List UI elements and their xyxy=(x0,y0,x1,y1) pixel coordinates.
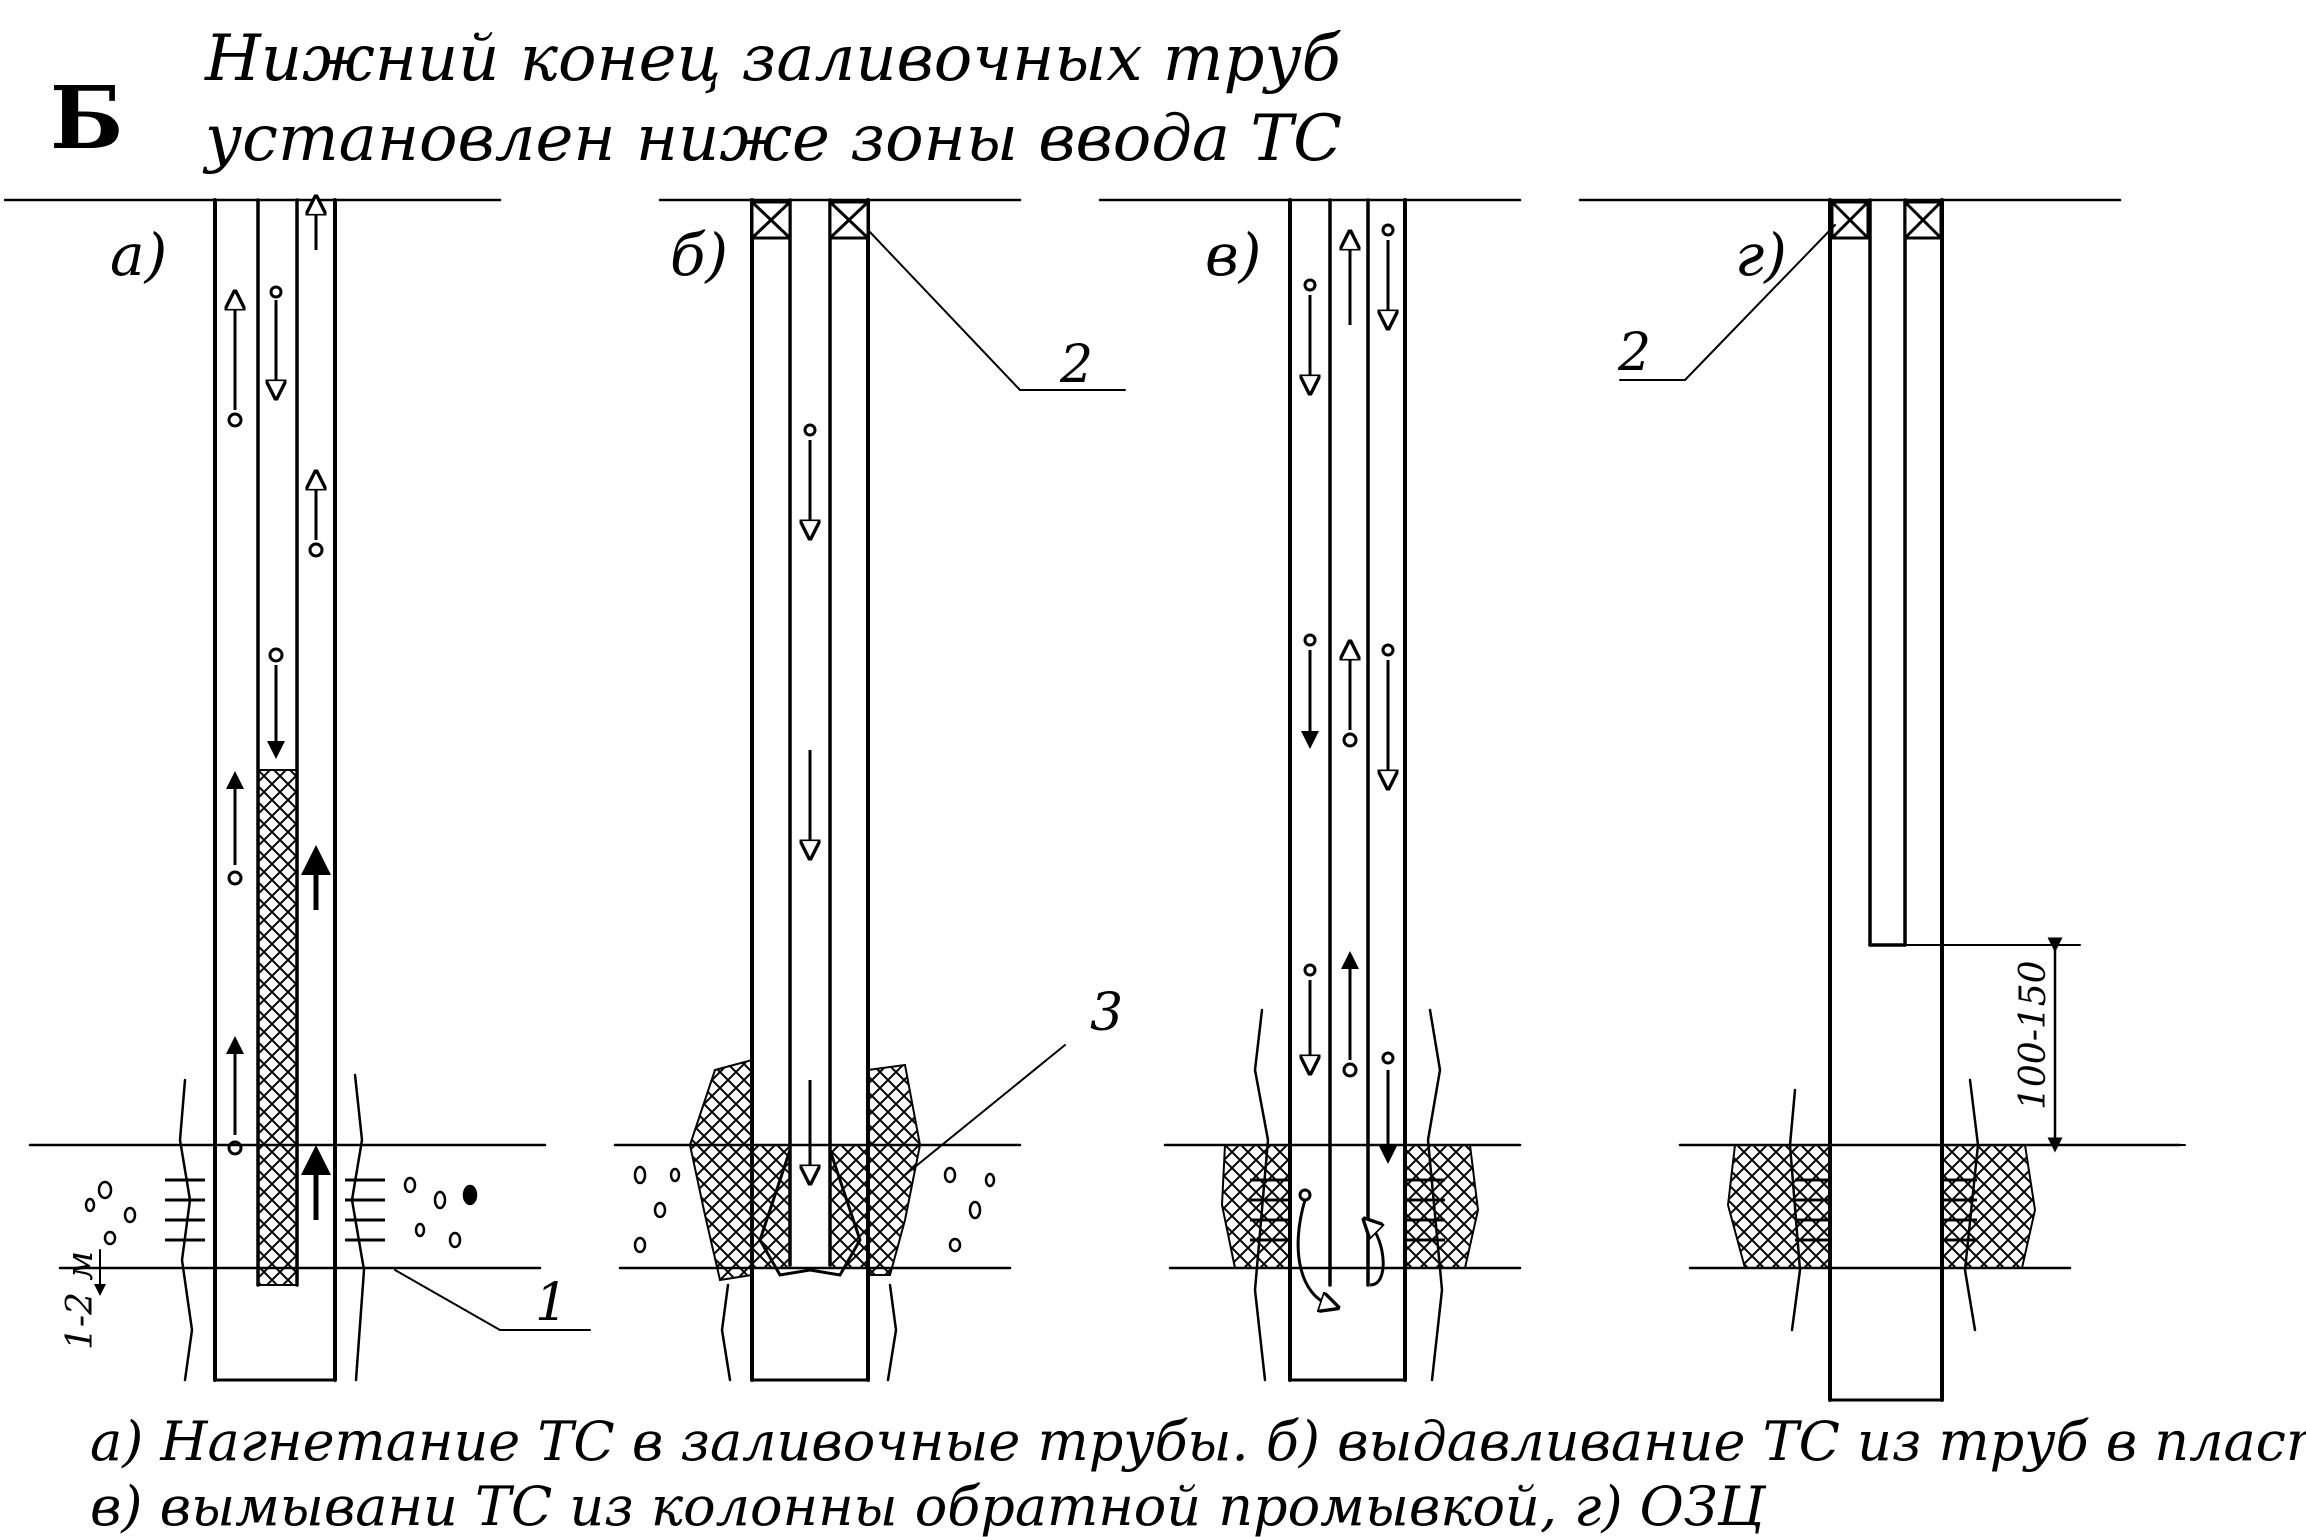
cement-zone-d-right xyxy=(1941,1144,2037,1269)
depth-dimension-a: 1-2 м xyxy=(60,1251,101,1350)
cement-slurry xyxy=(257,769,298,1286)
callout-2-b: 2 xyxy=(1059,335,1093,395)
panel-d: г) xyxy=(1617,198,2186,1402)
caption-line-2: в) вымывани ТС из колонны обратной промы… xyxy=(90,1475,1767,1537)
panel-d-label: г) xyxy=(1735,221,1787,289)
cement-zone-b xyxy=(688,1058,753,1282)
panel-a-label: а) xyxy=(110,221,167,289)
caption-line-1: а) Нагнетание ТС в заливочные трубы. б) … xyxy=(90,1410,2306,1473)
panel-b-label: б) xyxy=(670,221,728,289)
header-line-1: Нижний конец заливочных труб xyxy=(204,22,1342,96)
gap-dimension-g: 100-150 xyxy=(2013,960,2054,1110)
packer-left-d xyxy=(1830,200,1870,240)
panel-a: а) xyxy=(28,200,591,1382)
packer-right-d xyxy=(1903,200,1943,240)
packer-left xyxy=(750,200,792,240)
panel-b: б) xyxy=(613,198,1126,1382)
header: Б Нижний конец заливочных труб установле… xyxy=(50,22,1342,176)
callout-2-g: 2 xyxy=(1617,323,1651,383)
header-letter: Б xyxy=(50,68,124,169)
callout-1: 1 xyxy=(535,1273,568,1333)
packer-right xyxy=(828,200,870,240)
callout-3: 3 xyxy=(1090,983,1123,1043)
header-line-2: установлен ниже зоны ввода ТС xyxy=(202,102,1342,176)
cement-zone-c-right xyxy=(1404,1144,1480,1269)
cement-zone-c-left xyxy=(1220,1144,1291,1269)
panel-c-label: в) xyxy=(1205,221,1261,289)
caption: а) Нагнетание ТС в заливочные трубы. б) … xyxy=(90,1410,2306,1537)
panel-c: в) xyxy=(1163,198,1522,1382)
cement-zone-d-left xyxy=(1726,1144,1831,1269)
